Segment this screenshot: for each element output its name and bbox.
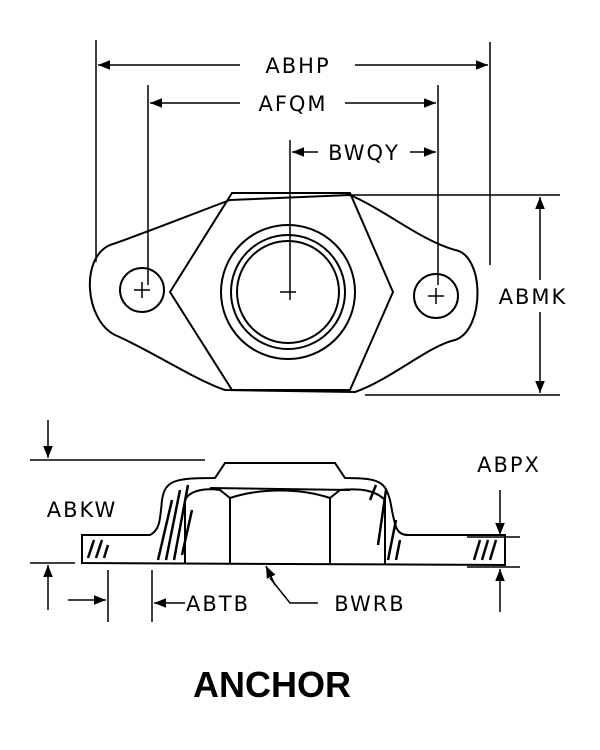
boss-outer [220,224,356,360]
flange-outline [89,193,479,394]
section-hatching [86,484,498,561]
bwrb-label: BWRB [334,592,405,616]
bwrb-leader [269,577,318,604]
hex-body [168,192,395,391]
hex-nut [184,488,386,565]
abpx-extension-lines [467,536,520,568]
right-hole [413,273,459,319]
cap-base [209,487,351,491]
extension-lines [95,40,560,396]
left-hole [119,267,165,313]
side-view: ABKW ABPX ABTB BWRB [30,420,541,622]
abkw-extension-lines [30,459,205,564]
abtb-label: ABTB [186,592,250,616]
center-marks [134,140,444,304]
afqm-label: AFQM [258,92,327,116]
top-view: ABHP AFQM BWQY ABMK [89,40,568,396]
bwrb-arrow [265,565,276,586]
diagram-title: ANCHOR [193,664,351,705]
abhp-label: ABHP [265,54,330,78]
body-outline [81,462,506,567]
boss-inner [236,240,340,344]
abtb-extension-lines [107,570,153,622]
boss-mid [230,234,346,350]
bwqy-label: BWQY [328,141,400,165]
abpx-label: ABPX [477,453,541,477]
abkw-label: ABKW [47,498,118,522]
abmk-label: ABMK [499,285,568,309]
